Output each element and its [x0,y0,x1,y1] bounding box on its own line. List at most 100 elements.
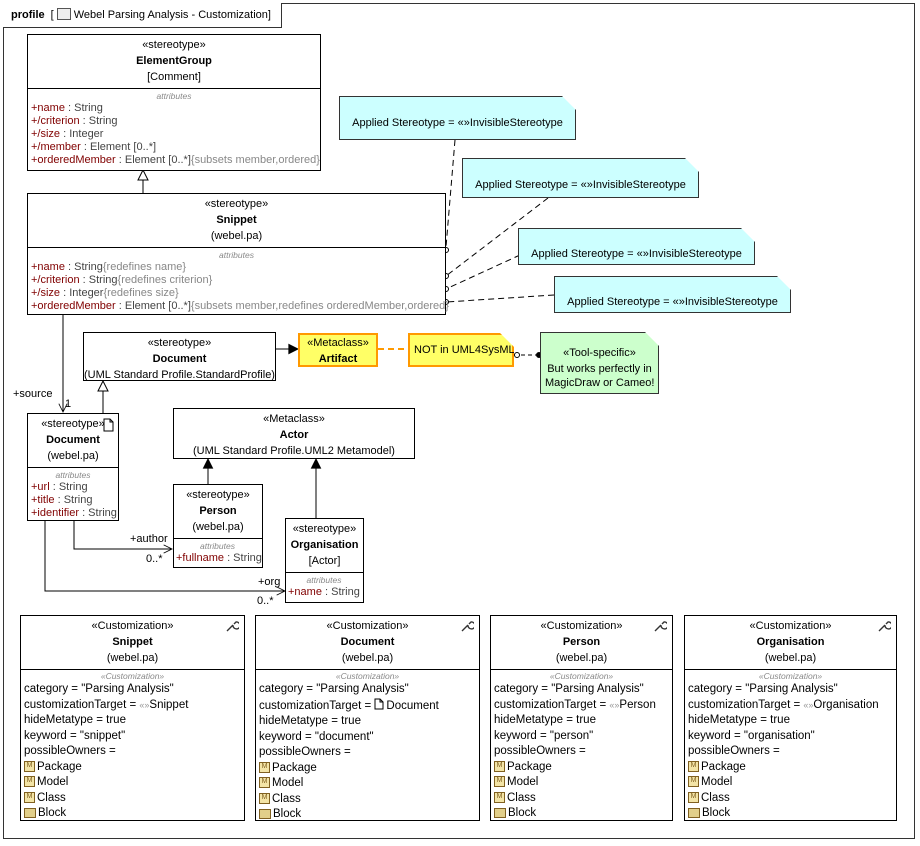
target-row[interactable]: customizationTarget = «»Person [494,698,656,711]
class-extra: (webel.pa) [192,521,244,533]
target-row[interactable]: customizationTarget = «»Organisation [688,698,879,711]
document-icon [103,418,114,432]
attribute-row[interactable]: +name : String{redefines name} [31,261,187,273]
compartment-caption: attributes [219,250,254,260]
stereotype-keyword: «Metaclass» [307,337,369,349]
stereotype-keyword: «stereotype» [142,39,206,51]
attribute-row[interactable]: +orderedMember : Element [0..*]{subsets … [31,154,320,166]
stereotype-keyword: «stereotype» [41,418,105,430]
role-source-multiplicity: 1 [65,398,72,410]
metaclass-icon: M [259,761,270,773]
keyword-row[interactable]: keyword = "snippet" [24,729,126,742]
hide-row[interactable]: hideMetatype = true [494,714,596,726]
note-applied-stereotype[interactable]: Applied Stereotype = «»InvisibleStereoty… [462,158,699,198]
role-author-label: +author [130,533,168,545]
attribute-row[interactable]: +fullname : String [176,552,262,564]
customization-extra: (webel.pa) [341,652,394,664]
attribute-row[interactable]: +identifier : String [31,507,117,519]
stereotype-organisation[interactable]: «stereotype» Organisation [Actor] attrib… [285,518,364,603]
note-applied-stereotype[interactable]: Applied Stereotype = «»InvisibleStereoty… [339,96,576,140]
metaclass-icon: M [259,777,270,789]
metaclass-icon: M [494,776,505,788]
owner-item[interactable]: Block [688,806,893,822]
role-source-label: +source [13,388,53,400]
note-applied-stereotype[interactable]: Applied Stereotype = «»InvisibleStereoty… [518,228,755,265]
owner-item[interactable]: Block [494,806,669,822]
diagram-frame-tab[interactable]: profile[Webel Parsing Analysis - Customi… [3,3,282,28]
frame-title: Webel Parsing Analysis - Customization [73,9,268,21]
customization-extra: (webel.pa) [764,652,817,664]
stereotype-keyword: «Metaclass» [263,413,325,425]
owners-row[interactable]: possibleOwners = [259,746,351,758]
block-icon [688,807,700,818]
attribute-row[interactable]: +name : String [288,586,360,598]
owners-row[interactable]: possibleOwners = [494,745,586,757]
customization-document[interactable]: «Customization» Document (webel.pa) «Cus… [255,615,480,821]
attribute-row[interactable]: +url : String [31,481,88,493]
metaclass-icon: M [494,791,505,803]
category-row[interactable]: category = "Parsing Analysis" [494,683,644,695]
attribute-row[interactable]: +/criterion : String{redefines criterion… [31,274,213,286]
keyword-row[interactable]: keyword = "document" [259,730,374,743]
hide-row[interactable]: hideMetatype = true [24,714,126,726]
class-name: Organisation [290,539,359,551]
anchor-note-2 [445,197,549,277]
document-icon [374,698,384,709]
class-name: ElementGroup [136,55,212,67]
attribute-row[interactable]: +name : String [31,102,103,114]
attribute-row[interactable]: +/size : Integer [31,128,104,140]
customization-snippet[interactable]: «Customization» Snippet (webel.pa) «Cust… [20,615,245,821]
stereotype-document-pa[interactable]: «stereotype» Document (webel.pa) attribu… [27,413,119,521]
keyword-row[interactable]: keyword = "organisation" [688,729,815,742]
wrench-icon [461,621,474,632]
owner-item[interactable]: Block [259,807,476,823]
keyword-row[interactable]: keyword = "person" [494,729,594,742]
hide-row[interactable]: hideMetatype = true [688,714,790,726]
note-applied-stereotype[interactable]: Applied Stereotype = «»InvisibleStereoty… [554,276,791,313]
category-row[interactable]: category = "Parsing Analysis" [24,683,174,695]
block-icon [259,808,271,819]
owner-item[interactable]: Block [24,806,241,822]
target-row[interactable]: customizationTarget = «»Snippet [24,698,189,711]
metaclass-icon: M [24,776,35,788]
wrench-icon [878,621,891,632]
attribute-row[interactable]: +orderedMember : Element [0..*]{subsets … [31,300,449,312]
stereotype-snippet[interactable]: «stereotype» Snippet (webel.pa) attribut… [27,193,449,315]
customization-person[interactable]: «Customization» Person (webel.pa) «Custo… [490,615,673,821]
class-name: Actor [279,429,309,441]
category-row[interactable]: category = "Parsing Analysis" [688,683,838,695]
category-row[interactable]: category = "Parsing Analysis" [259,683,409,695]
target-row[interactable]: customizationTarget = Document [259,698,439,712]
attribute-row[interactable]: +/size : Integer{redefines size} [31,287,179,299]
stereotype-document-profile[interactable]: «stereotype» Document (UML Standard Prof… [83,332,276,381]
class-name: Document [152,353,207,365]
attribute-row[interactable]: +/member : Element [0..*] [31,141,157,153]
diagram-icon [56,8,71,21]
attribute-row[interactable]: +/criterion : String [31,115,118,127]
stereotype-person[interactable]: «stereotype» Person (webel.pa) attribute… [173,484,263,568]
owners-row[interactable]: possibleOwners = [688,745,780,757]
class-extra: (UML Standard Profile.StandardProfile) [84,369,275,381]
customization-name: Document [340,636,395,648]
stereotype-elementgroup[interactable]: «stereotype» ElementGroup [Comment] attr… [27,34,321,171]
note-not-in-uml4sysml[interactable]: NOT in UML4SysML [408,333,514,367]
metaclass-artifact[interactable]: «Metaclass» Artifact [298,333,378,367]
attribute-row[interactable]: +title : String [31,494,93,506]
metaclass-actor[interactable]: «Metaclass» Actor (UML Standard Profile.… [173,408,415,459]
note-tool-specific[interactable]: «Tool-specific» But works perfectly in M… [540,332,659,394]
owners-row[interactable]: possibleOwners = [24,745,116,757]
customization-organisation[interactable]: «Customization» Organisation (webel.pa) … [684,615,897,821]
hide-row[interactable]: hideMetatype = true [259,715,361,727]
